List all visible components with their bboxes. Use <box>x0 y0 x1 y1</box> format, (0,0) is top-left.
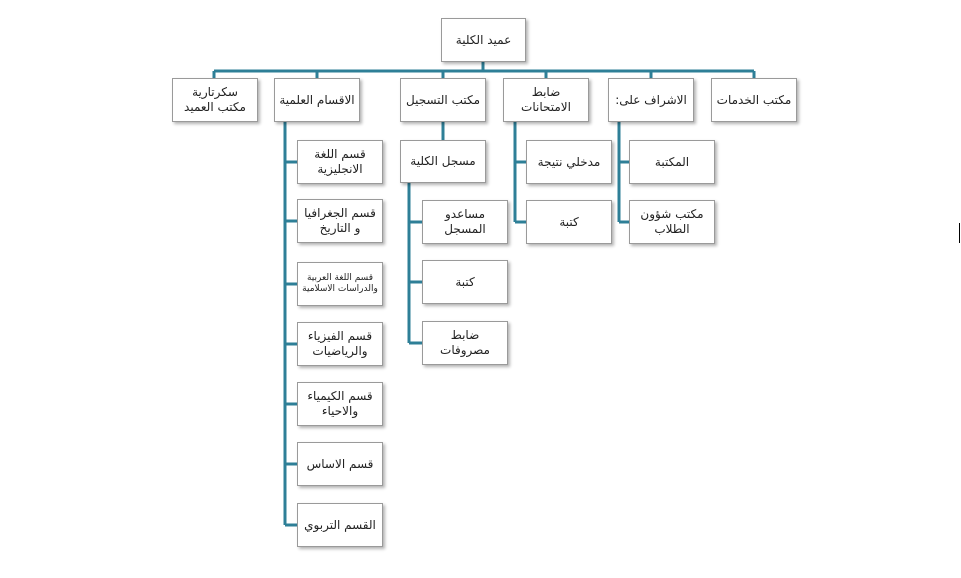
supervision-box: الاشراف على: <box>608 78 694 122</box>
dept-arabic-islamic-box: قسم اللغة العربية والدراسات الاسلامية <box>297 262 383 306</box>
library-box: المكتبة <box>629 140 715 184</box>
registrar-assistants-box: مساعدو المسجل <box>422 200 508 244</box>
exams-clerks-box: كتبة <box>526 200 612 244</box>
expenses-officer-box: ضابط مصروفات <box>422 321 508 365</box>
dept-geography-history-box: قسم الجغرافيا و التاريخ <box>297 199 383 243</box>
dept-english-box: قسم اللغة الانجليزية <box>297 140 383 184</box>
dept-education-box: القسم التربوي <box>297 503 383 547</box>
dept-physics-math-box: قسم الفيزياء والرياضيات <box>297 322 383 366</box>
services-office-box: مكتب الخدمات <box>711 78 797 122</box>
dept-foundation-box: قسم الاساس <box>297 442 383 486</box>
registration-office-box: مكتب التسجيل <box>400 78 486 122</box>
college-registrar-box: مسجل الكلية <box>400 140 486 183</box>
dept-chemistry-biology-box: قسم الكيمياء والاحياء <box>297 382 383 426</box>
dean-secretariat-box: سكرتارية مكتب العميد <box>172 78 258 122</box>
academic-departments-box: الاقسام العلمية <box>274 78 360 122</box>
student-affairs-box: مكتب شؤون الطلاب <box>629 200 715 244</box>
registration-clerks-box: كتبة <box>422 260 508 304</box>
text-cursor <box>959 223 960 243</box>
root-box: عميد الكلية <box>441 18 526 62</box>
exams-officer-box: ضابط الامتحانات <box>503 78 589 122</box>
results-entry-box: مدخلي نتيجة <box>526 140 612 184</box>
